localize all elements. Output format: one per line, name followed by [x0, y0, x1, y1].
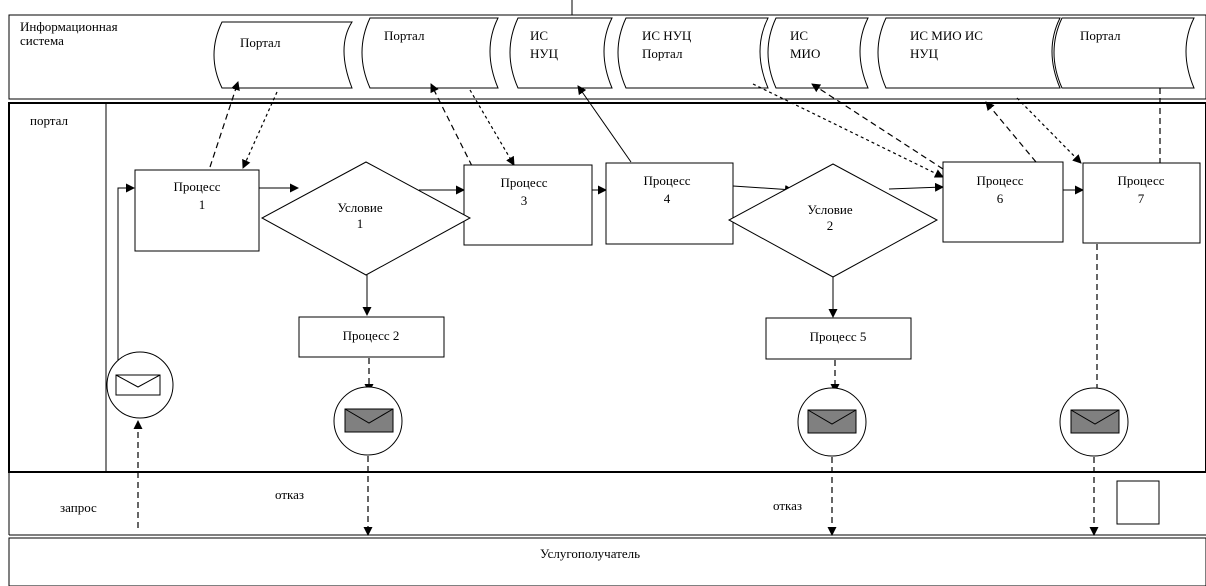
link-p3-to-storage2 [430, 83, 473, 167]
condition-2-label-line1: Условие [807, 202, 852, 217]
process-7-label-line1: Процесс [1118, 173, 1165, 188]
process-7: Процесс 7 [1082, 162, 1201, 244]
storage-6-label-line1: ИС МИО ИС [910, 28, 983, 43]
storage-6: ИС МИО ИС НУЦ [877, 17, 1061, 89]
storage-5-label-line2: МИО [790, 46, 820, 61]
storage-7: Портал [1053, 17, 1195, 89]
link-storage4-to-p6 [752, 83, 944, 178]
link-storage2-to-p3 [469, 89, 515, 166]
process-1-label-line1: Процесс [174, 179, 221, 194]
lane-portal: портал [8, 102, 1206, 473]
lane-portal-frame [8, 102, 1206, 473]
link-p1-to-storage1 [209, 81, 240, 168]
condition-1-label-line1: Условие [337, 200, 382, 215]
condition-2-label-line2: 2 [827, 218, 834, 233]
condition-2: Условие 2 [727, 163, 939, 278]
process-5: Процесс 5 [765, 317, 912, 360]
end-square [1116, 480, 1160, 525]
storage-7-label-line1: Портал [1080, 28, 1121, 43]
storage-6-label-line2: НУЦ [910, 46, 939, 61]
lane-info-system-frame [8, 14, 1206, 100]
storage-2-label-line1: Портал [384, 28, 425, 43]
process-2-label: Процесс 2 [343, 328, 400, 343]
storage-2: Портал [361, 17, 499, 89]
lane-recipient: Услугополучатель [8, 537, 1206, 586]
envelope-icon [344, 408, 394, 433]
refusal-2-label: отказ [773, 498, 802, 513]
storage-5: ИС МИО [767, 17, 869, 89]
storage-3: ИС НУЦ [509, 17, 613, 89]
link-p6-to-storage6 [985, 101, 1037, 163]
process-6-label-line1: Процесс [977, 173, 1024, 188]
envelope-icon [807, 409, 857, 434]
request-label: запрос [60, 500, 97, 515]
process-6-label-line2: 6 [997, 191, 1004, 206]
storage-4-label-line2: Портал [642, 46, 683, 61]
message-event-refusal-2 [797, 387, 867, 457]
message-event-result [1059, 387, 1129, 457]
flow-start-to-p1 [117, 183, 135, 360]
process-5-label: Процесс 5 [810, 329, 867, 344]
storage-5-label-line1: ИС [790, 28, 808, 43]
process-3: Процесс 3 [463, 164, 593, 246]
condition-1: Условие 1 [260, 161, 472, 276]
storage-4: ИС НУЦ Портал [617, 17, 769, 89]
storage-4-label-line1: ИС НУЦ [642, 28, 692, 43]
lane-portal-label: портал [30, 113, 69, 128]
flow-p4-to-c2 [732, 184, 794, 194]
link-p4-to-storage3 [577, 85, 632, 163]
process-4-label-line1: Процесс [644, 173, 691, 188]
refusal-1-label: отказ [275, 487, 304, 502]
storage-3-label-line2: НУЦ [530, 46, 559, 61]
lane-recipient-frame [8, 537, 1206, 586]
flow-c2-to-p6 [888, 182, 944, 192]
recipient-label: Услугополучатель [540, 546, 640, 561]
process-7-label-line2: 7 [1138, 191, 1145, 206]
storage-3-label-line1: ИС [530, 28, 548, 43]
process-2: Процесс 2 [298, 316, 445, 358]
storage-1: Портал [213, 21, 353, 89]
condition-1-label-line2: 1 [357, 216, 364, 231]
link-storage1-to-p1 [242, 91, 278, 169]
process-4: Процесс 4 [605, 162, 734, 245]
process-3-label-line2: 3 [521, 193, 528, 208]
envelope-icon [1070, 409, 1120, 434]
link-p6-to-storage5 [811, 83, 944, 170]
lane-info-system-label-line2: система [20, 33, 64, 48]
process-1: Процесс 1 [134, 169, 260, 252]
lane-info-system: Информационная система [8, 14, 1206, 100]
start-message-event [106, 351, 174, 419]
process-3-label-line1: Процесс [501, 175, 548, 190]
process-6: Процесс 6 [942, 161, 1064, 243]
envelope-icon [115, 374, 161, 396]
lane-info-system-label-line1: Информационная [20, 19, 118, 34]
link-storage6-to-p7 [1016, 97, 1082, 164]
message-event-refusal-1 [333, 386, 403, 456]
process-1-label-line2: 1 [199, 197, 206, 212]
process-4-label-line2: 4 [664, 191, 671, 206]
storage-1-label-line1: Портал [240, 35, 281, 50]
